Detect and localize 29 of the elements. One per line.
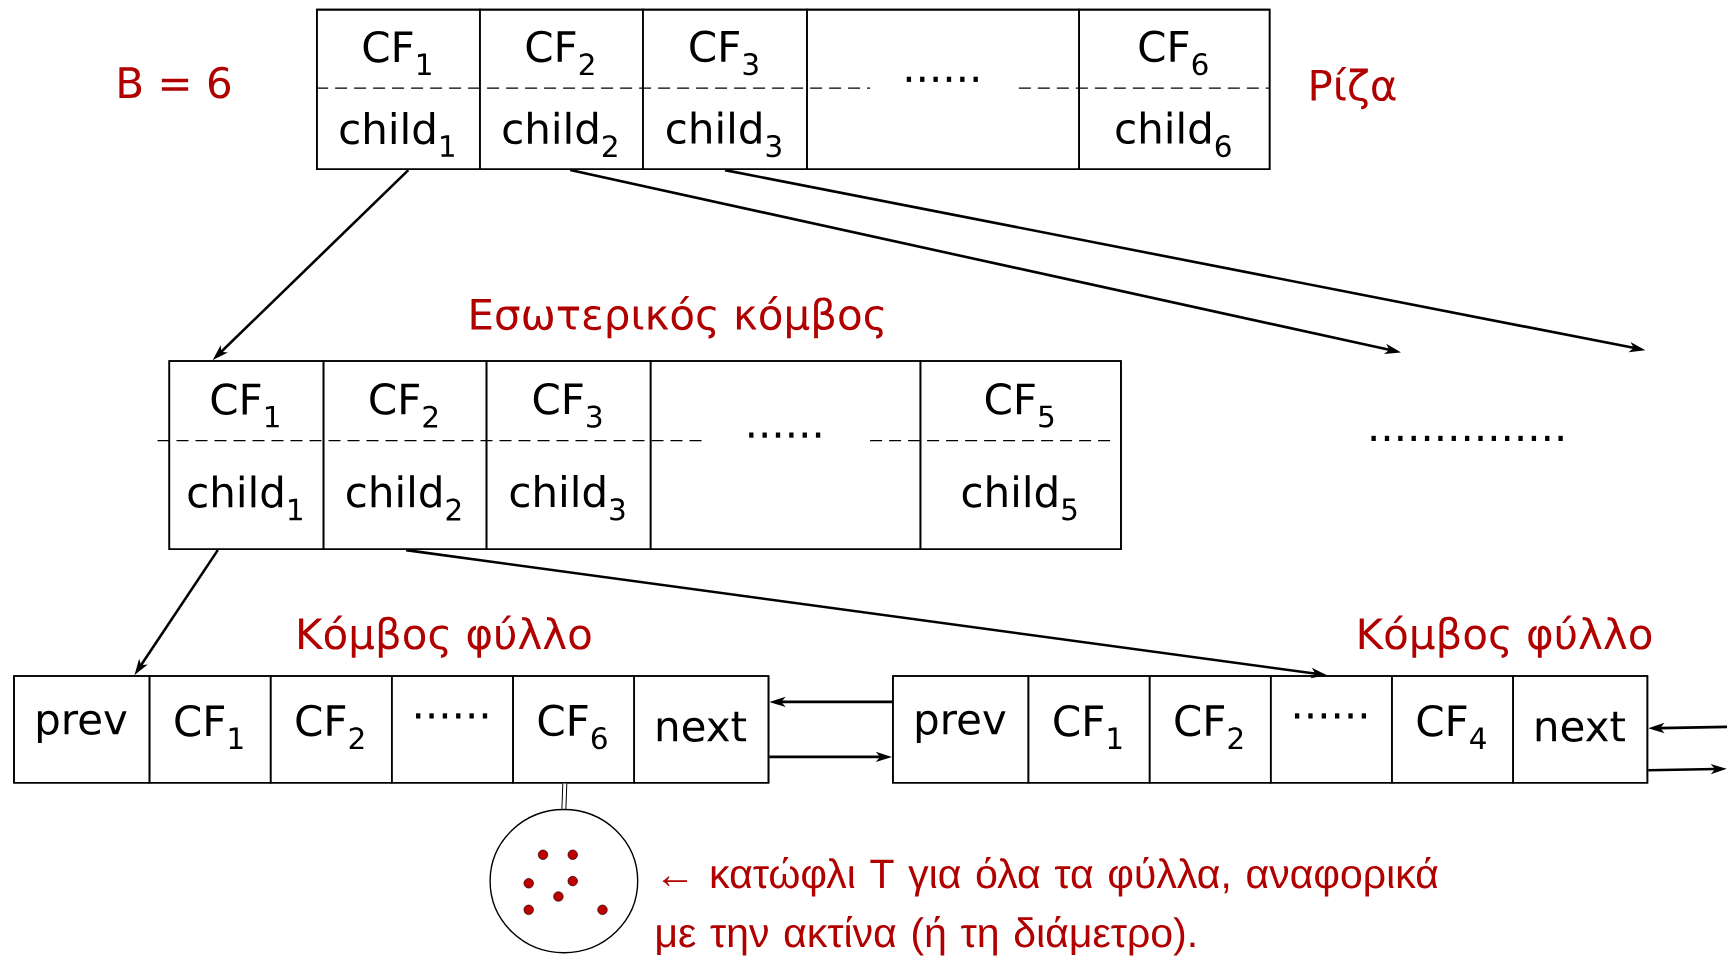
node-heading: Εσωτερικός κόμβος — [471, 296, 884, 339]
record-cell: prev — [13, 675, 151, 784]
parameter-label: B = 6 — [119, 66, 231, 99]
record-cell: ...... — [649, 360, 922, 551]
threshold-note: ← κατώφλι Τ για όλα τα φύλλα, αναφορικά με την ακτίνα (ή τη διάμετρο). — [657, 857, 1438, 956]
record-cell: CF$_{6}$ — [512, 675, 635, 784]
record-cell: CF$_{2}$ — [269, 675, 393, 784]
record-cell: next — [1512, 675, 1649, 784]
node-heading: Κόμβος φύλλο — [299, 615, 591, 658]
record-cell: CF$_{4}$ — [1391, 675, 1514, 784]
record-cell: CF$_{1}$ — [148, 675, 272, 784]
record-cell: ...... — [391, 675, 514, 784]
record-cell: CF$_{5}$ child$_{5}$ — [919, 360, 1122, 551]
record-cell: CF$_{3}$ child$_{3}$ — [642, 8, 808, 171]
record-cell: CF$_{2}$ child$_{2}$ — [322, 360, 488, 551]
record-cell: ...... — [1269, 675, 1393, 784]
record-cell: CF$_{1}$ child$_{1}$ — [168, 360, 325, 551]
node-caption: Ρίζα — [1311, 66, 1396, 110]
node-heading: Κόμβος φύλλο — [1359, 615, 1652, 658]
record-cell: ...... — [806, 8, 1080, 171]
record-cell: CF$_{3}$ child$_{3}$ — [485, 360, 652, 551]
record-cell: CF$_{1}$ child$_{1}$ — [316, 8, 481, 171]
record-cell: CF$_{6}$ child$_{6}$ — [1078, 8, 1271, 171]
record-cell: CF$_{2}$ child$_{2}$ — [479, 8, 644, 171]
ellipsis: ............... — [1371, 435, 1563, 441]
record-cell: prev — [892, 675, 1030, 784]
record-cell: CF$_{1}$ — [1027, 675, 1151, 784]
record-cell: next — [633, 675, 770, 784]
record-cell: CF$_{2}$ — [1148, 675, 1272, 784]
